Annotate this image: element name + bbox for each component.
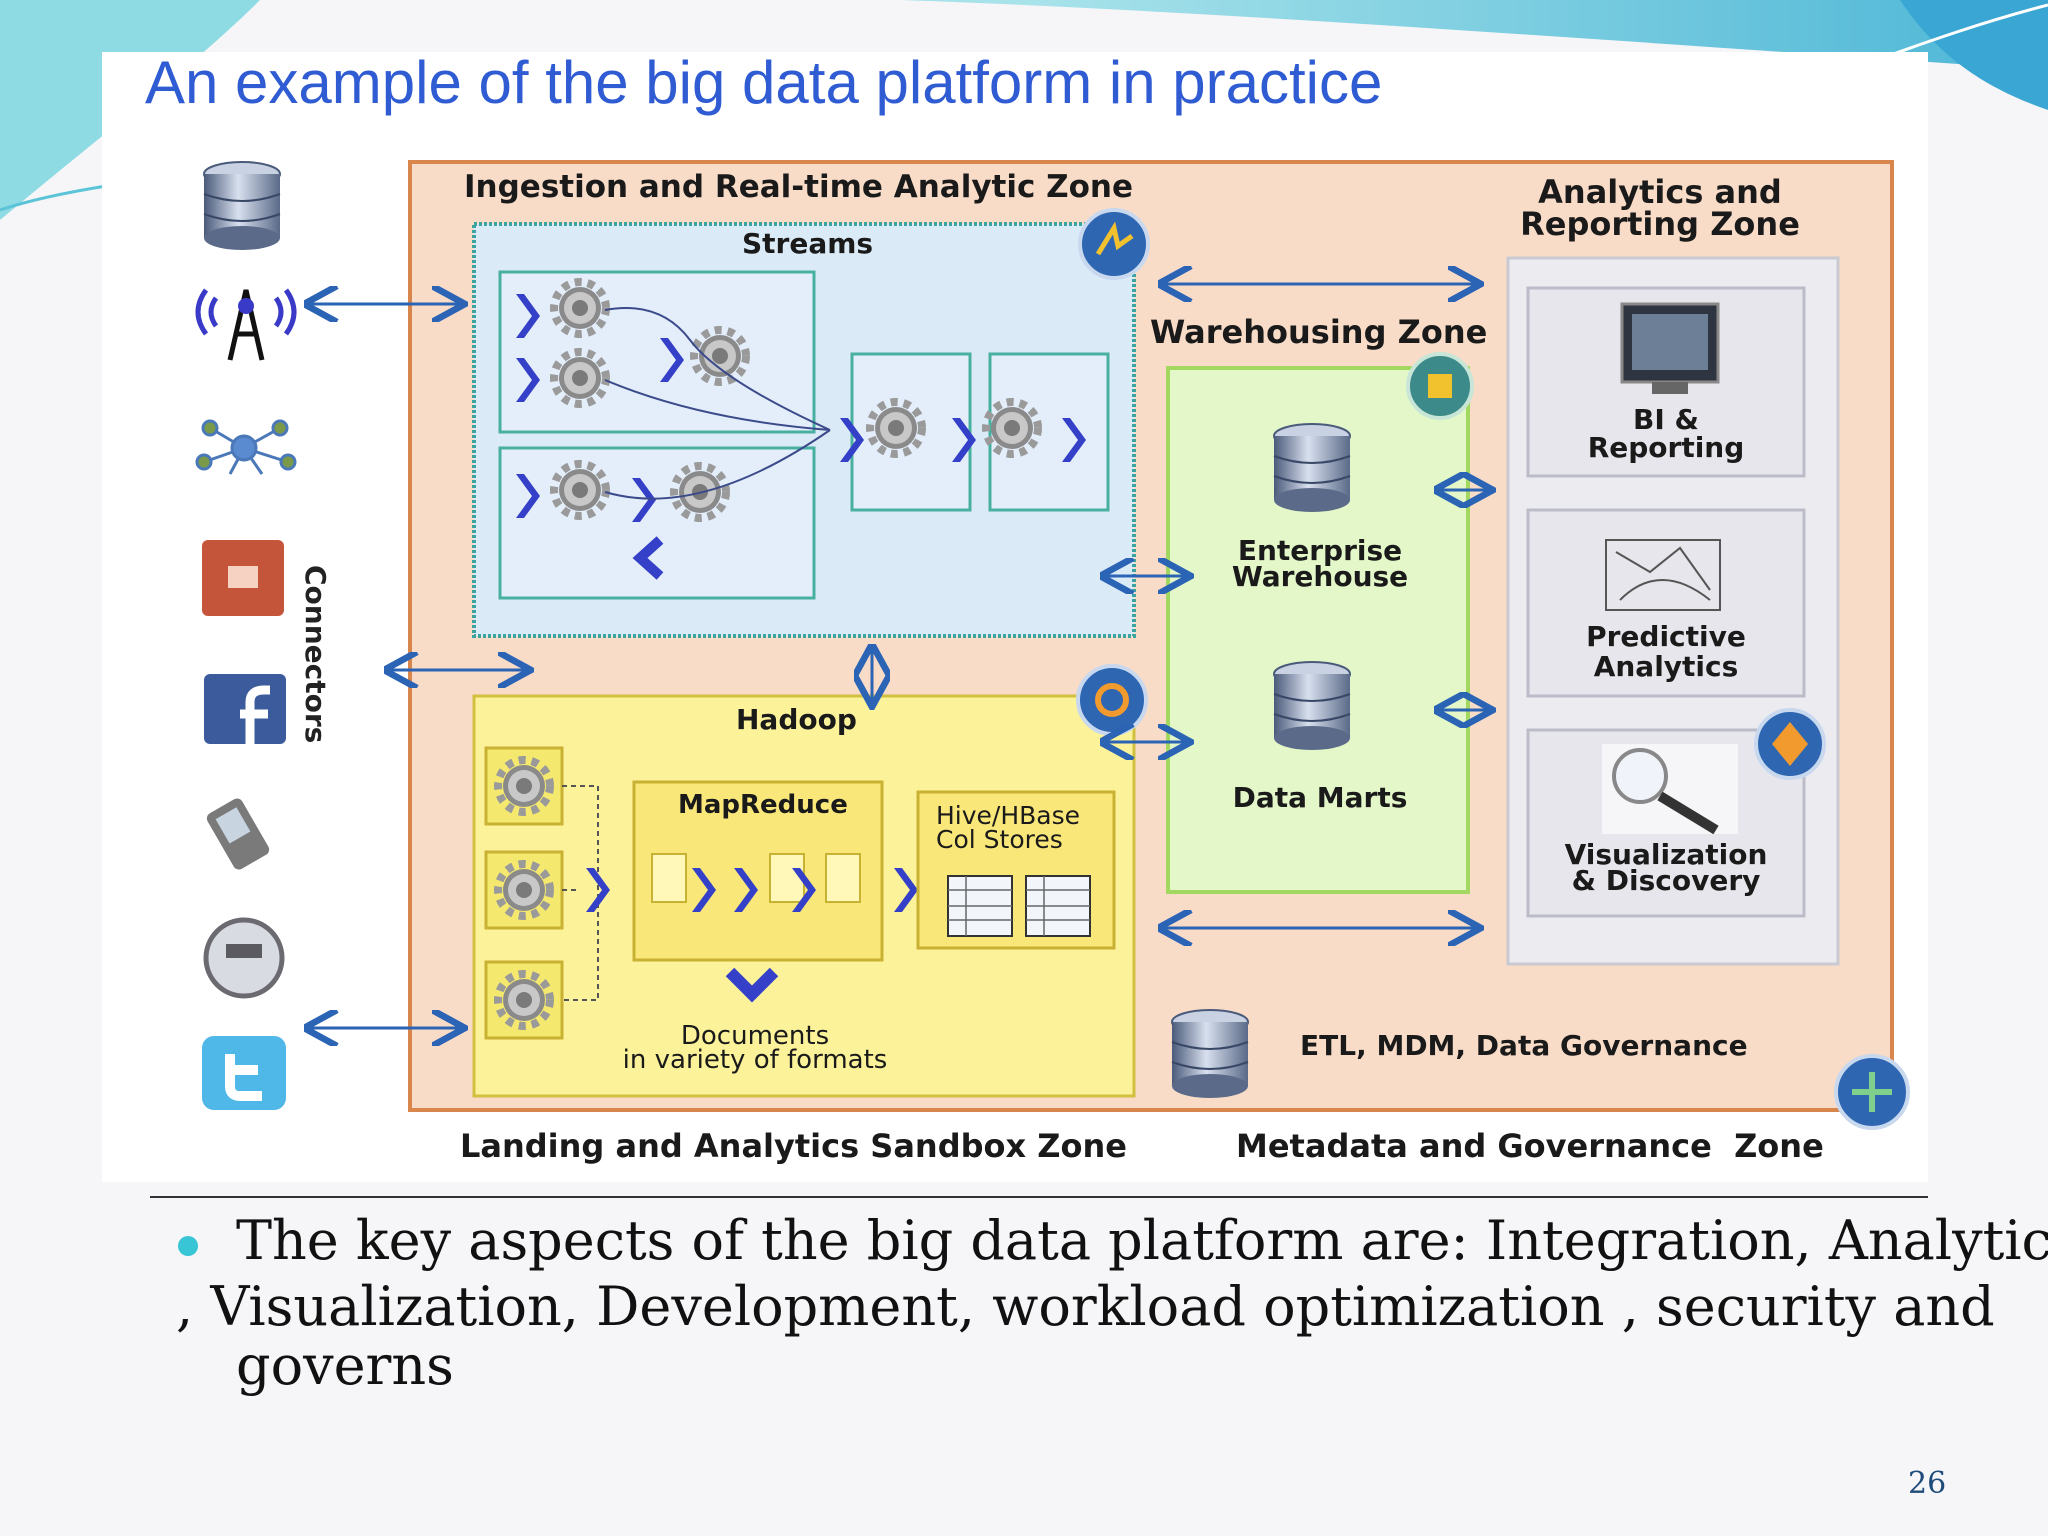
metadata-governance-zone-label: Metadata and Governance Zone (1236, 1127, 1824, 1165)
visualization-discovery-label: Visualization & Discovery (1564, 838, 1768, 897)
magnifier-icon (1602, 744, 1738, 835)
documents-label: Documents in variety of formats (622, 1021, 888, 1075)
predictive-analytics-label: Predictive Analytics (1586, 620, 1746, 683)
etl-mdm-label: ETL, MDM, Data Governance (1300, 1029, 1748, 1062)
bullet-line-3: governs (236, 1334, 454, 1397)
bullet-text: The key aspects of the big data platform… (176, 1208, 2048, 1397)
database-icon (203, 161, 281, 251)
hive-hbase-label: Hive/HBase Col Stores (936, 801, 1081, 854)
data-marts-label: Data Marts (1232, 781, 1408, 814)
landing-sandbox-zone-label: Landing and Analytics Sandbox Zone (460, 1127, 1127, 1165)
analytics-badge-icon (1754, 708, 1826, 780)
mapreduce-label: MapReduce (678, 790, 848, 820)
divider-line (150, 1196, 1928, 1198)
slide-title: An example of the big data platform in p… (145, 49, 1383, 116)
streams-label: Streams (742, 227, 874, 260)
connectors-label: Connectors (299, 565, 332, 744)
analytics-reporting-zone-label: Analytics and Reporting Zone (1520, 173, 1800, 243)
meter-icon (203, 917, 285, 999)
bi-reporting-label: BI & Reporting (1587, 403, 1745, 464)
twitter-icon (202, 1036, 286, 1110)
stream-badge-icon (1078, 208, 1150, 280)
governance-badge-icon (1834, 1054, 1910, 1130)
bullet-line-1: The key aspects of the big data platform… (236, 1209, 2048, 1272)
ingestion-zone-label: Ingestion and Real-time Analytic Zone (464, 169, 1134, 205)
hadoop-label: Hadoop (736, 703, 857, 736)
rss-icon (202, 540, 284, 616)
network-icon (195, 419, 297, 475)
bullet-line-2: , Visualization, Development, workload o… (176, 1275, 1995, 1338)
facebook-icon (204, 674, 286, 744)
enterprise-warehouse-label: Enterprise Warehouse (1231, 534, 1409, 593)
monitor-icon (1620, 302, 1720, 394)
warehousing-zone-label: Warehousing Zone (1150, 313, 1488, 351)
predictive-analytics-icon (1605, 539, 1721, 611)
mobile-phone-icon (206, 798, 270, 870)
bullet-point-icon (178, 1236, 198, 1256)
hadoop-badge-icon (1076, 664, 1148, 736)
antenna-icon (195, 288, 297, 361)
warehouse-badge-icon (1406, 352, 1474, 420)
page-number: 26 (1908, 1466, 1947, 1501)
